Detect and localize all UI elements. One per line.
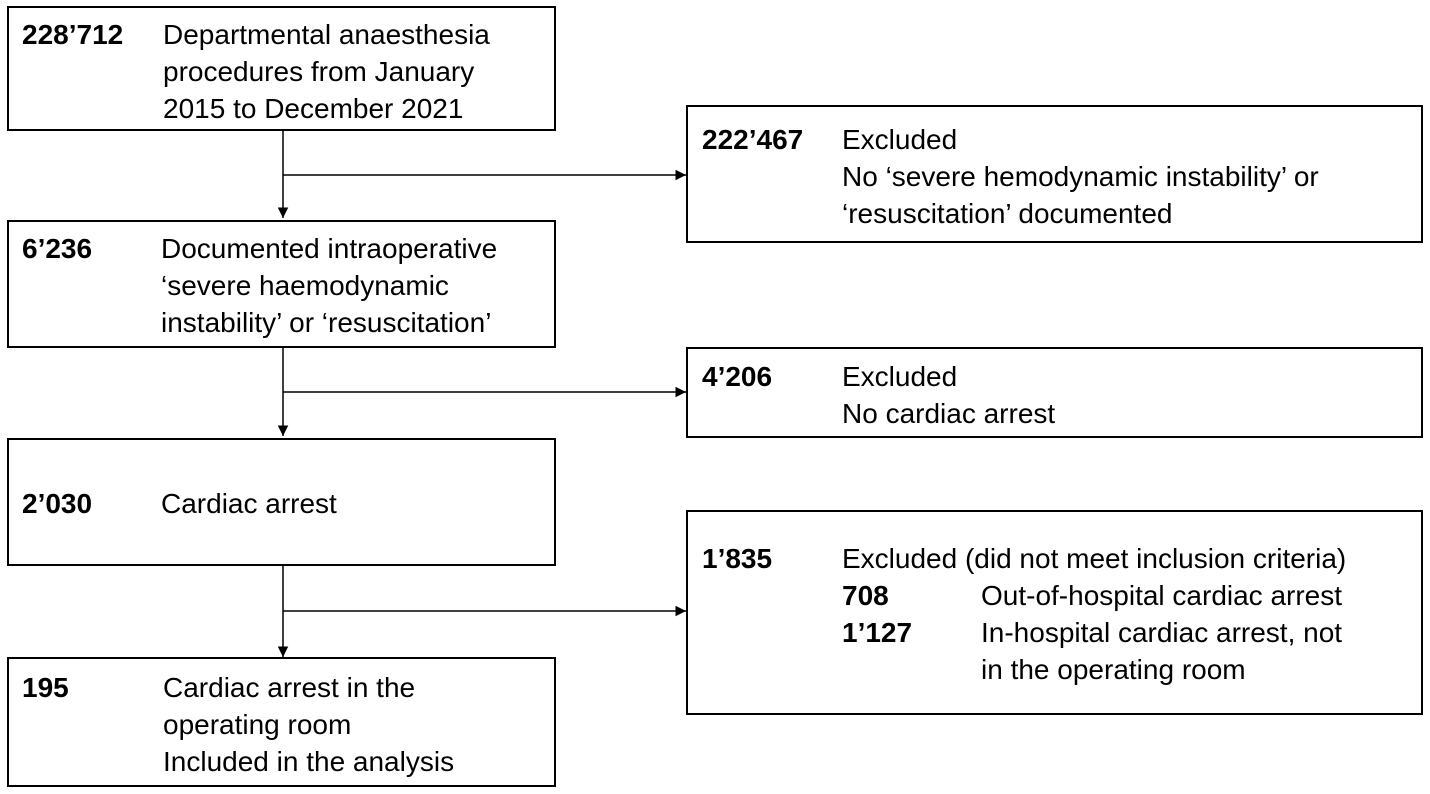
- exclusion3-box: 1’835 Excluded (did not meet inclusion c…: [686, 510, 1423, 715]
- step3-line: Cardiac arrest: [161, 488, 337, 519]
- exclusion1-line: No ‘severe hemodynamic instability’ or: [842, 161, 1319, 192]
- step2-text: Documented intraoperative ‘severe haemod…: [161, 230, 497, 341]
- step4-line: operating room: [163, 709, 352, 740]
- step1-line: procedures from January: [163, 56, 475, 87]
- exclusion3-sub2-text: In-hospital cardiac arrest, not in the o…: [981, 614, 1342, 688]
- step1-count: 228’712: [22, 19, 124, 50]
- exclusion3-sub1-text: Out-of-hospital cardiac arrest: [981, 577, 1342, 614]
- exclusion1-line: Excluded: [842, 124, 958, 155]
- exclusion3-sub2-count: 1’127: [842, 617, 913, 648]
- step2-line: instability’ or ‘resuscitation’: [161, 307, 492, 338]
- exclusion1-count: 222’467: [702, 124, 804, 155]
- step3-box: 2’030 Cardiac arrest: [7, 438, 556, 566]
- step3-count: 2’030: [22, 488, 93, 519]
- step1-text: Departmental anaesthesia procedures from…: [163, 16, 490, 127]
- step1-box: 228’712 Departmental anaesthesia procedu…: [7, 6, 556, 131]
- exclusion2-text: Excluded No cardiac arrest: [842, 358, 1055, 432]
- exclusion2-box: 4’206 Excluded No cardiac arrest: [686, 347, 1423, 438]
- step2-box: 6’236 Documented intraoperative ‘severe …: [7, 220, 556, 348]
- exclusion3-sub1-count: 708: [842, 580, 889, 611]
- exclusion1-text: Excluded No ‘severe hemodynamic instabil…: [842, 121, 1319, 232]
- step2-line: Documented intraoperative: [161, 233, 498, 264]
- step2-line: ‘severe haemodynamic: [161, 270, 449, 301]
- step3-text: Cardiac arrest: [161, 485, 337, 522]
- step1-line: 2015 to December 2021: [163, 93, 464, 124]
- exclusion1-box: 222’467 Excluded No ‘severe hemodynamic …: [686, 105, 1423, 243]
- exclusion2-line: Excluded: [842, 361, 958, 392]
- step4-line: Cardiac arrest in the: [163, 672, 416, 703]
- step4-count: 195: [22, 672, 69, 703]
- exclusion3-count: 1’835: [702, 543, 773, 574]
- step4-text: Cardiac arrest in the operating room Inc…: [163, 669, 454, 780]
- exclusion3-sub1-line: Out-of-hospital cardiac arrest: [981, 580, 1343, 611]
- exclusion2-count: 4’206: [702, 361, 773, 392]
- step2-count: 6’236: [22, 233, 93, 264]
- exclusion3-title: Excluded (did not meet inclusion criteri…: [842, 543, 1347, 574]
- exclusion3-sub2-line: in the operating room: [981, 654, 1246, 685]
- step1-line: Departmental anaesthesia: [163, 19, 490, 50]
- exclusion2-line: No cardiac arrest: [842, 398, 1056, 429]
- exclusion3-sub2-line: In-hospital cardiac arrest, not: [981, 617, 1343, 648]
- step4-box: 195 Cardiac arrest in the operating room…: [7, 657, 556, 787]
- exclusion1-line: ‘resuscitation’ documented: [842, 198, 1173, 229]
- step4-line: Included in the analysis: [163, 746, 455, 777]
